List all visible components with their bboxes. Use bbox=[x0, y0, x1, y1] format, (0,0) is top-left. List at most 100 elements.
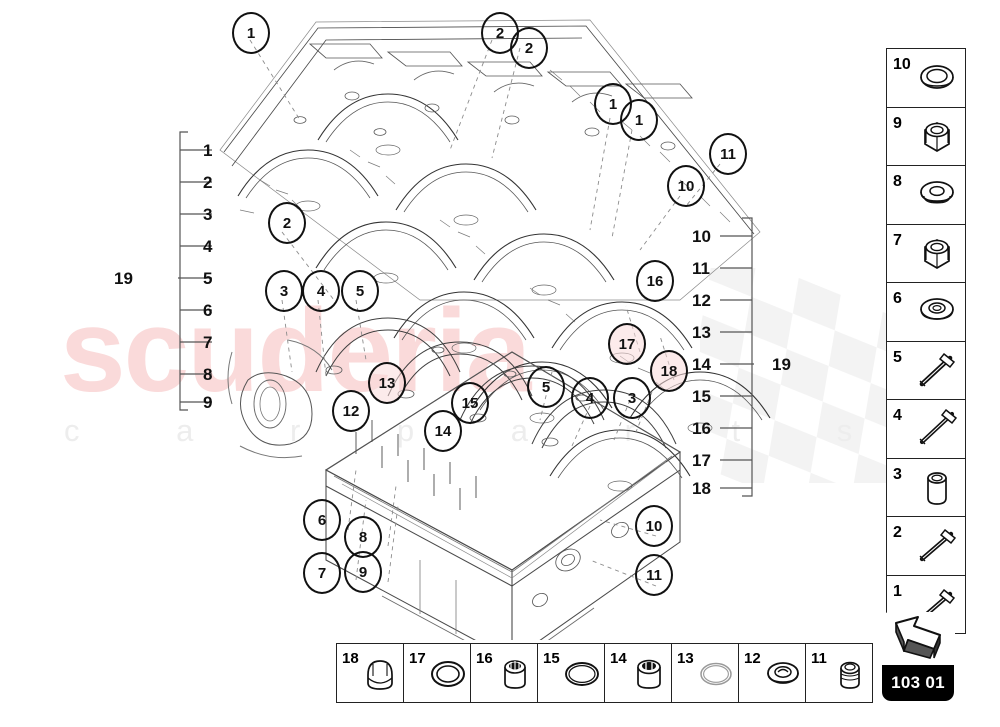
callout-bubble-16[interactable]: 16 bbox=[636, 260, 674, 302]
legend-cell-label: 7 bbox=[893, 231, 902, 249]
bracket-num-5: 5 bbox=[203, 269, 213, 288]
callout-bubble-7[interactable]: 7 bbox=[303, 552, 341, 594]
callout-label: 13 bbox=[378, 374, 396, 392]
callout-label: 2 bbox=[524, 39, 534, 57]
hex-nut-icon bbox=[913, 231, 961, 277]
bracket-num-3: 3 bbox=[203, 205, 213, 224]
o-ring-icon bbox=[560, 649, 604, 695]
legend-cell-label: 5 bbox=[893, 348, 902, 366]
callout-bubble-5[interactable]: 5 bbox=[527, 366, 565, 408]
bracket-num-13: 13 bbox=[692, 323, 711, 342]
legend-cell-label: 13 bbox=[677, 650, 694, 667]
callout-bubble-2[interactable]: 2 bbox=[510, 27, 548, 69]
cap-nut-icon bbox=[359, 649, 403, 695]
legend-cell[interactable]: 9 bbox=[887, 108, 965, 166]
legend-cell-label: 11 bbox=[811, 650, 827, 667]
flanged-washer-icon bbox=[913, 172, 961, 218]
callout-label: 8 bbox=[358, 528, 368, 546]
callout-label: 12 bbox=[342, 402, 360, 420]
callout-bubble-18[interactable]: 18 bbox=[650, 350, 688, 392]
flanged-washer-icon bbox=[913, 289, 961, 335]
legend-cell[interactable]: 15 bbox=[538, 644, 605, 702]
callout-bubble-1[interactable]: 1 bbox=[232, 12, 270, 54]
bracket-num-4: 4 bbox=[203, 237, 213, 256]
recessed-cap-icon bbox=[761, 649, 805, 695]
callout-label: 7 bbox=[317, 564, 327, 582]
bracket-num-14: 14 bbox=[692, 355, 711, 374]
callout-bubble-4[interactable]: 4 bbox=[302, 270, 340, 312]
arrow-icon bbox=[882, 613, 954, 665]
legend-cell[interactable]: 5 bbox=[887, 342, 965, 400]
callout-bubble-13[interactable]: 13 bbox=[368, 362, 406, 404]
callout-bubble-15[interactable]: 15 bbox=[451, 382, 489, 424]
legend-cell[interactable]: 11 bbox=[806, 644, 872, 702]
legend-column: 10 9 8 bbox=[886, 48, 966, 634]
callout-bubble-3[interactable]: 3 bbox=[613, 377, 651, 419]
legend-cell-label: 15 bbox=[543, 650, 560, 667]
legend-cell-label: 4 bbox=[893, 407, 902, 424]
legend-cell[interactable]: 3 bbox=[887, 459, 965, 517]
callout-label: 1 bbox=[634, 111, 644, 129]
callout-bubble-9[interactable]: 9 bbox=[344, 551, 382, 593]
legend-cell[interactable]: 7 bbox=[887, 225, 965, 283]
callout-label: 5 bbox=[541, 378, 551, 396]
callout-label: 3 bbox=[627, 389, 637, 407]
left-bracket-group bbox=[178, 130, 238, 412]
legend-cell[interactable]: 17 bbox=[404, 644, 471, 702]
callout-bubble-11[interactable]: 11 bbox=[635, 554, 673, 596]
bracket-num-12: 12 bbox=[692, 291, 711, 310]
callout-bubble-10[interactable]: 10 bbox=[635, 505, 673, 547]
bracket-num-2: 2 bbox=[203, 173, 213, 192]
bracket-num-10: 10 bbox=[692, 227, 711, 246]
callout-bubble-4[interactable]: 4 bbox=[571, 377, 609, 419]
callout-bubble-5[interactable]: 5 bbox=[341, 270, 379, 312]
bracket-num-16: 16 bbox=[692, 419, 711, 438]
callout-bubble-3[interactable]: 3 bbox=[265, 270, 303, 312]
callout-bubble-17[interactable]: 17 bbox=[608, 323, 646, 365]
callout-label: 1 bbox=[608, 95, 618, 113]
legend-cell[interactable]: 16 bbox=[471, 644, 538, 702]
callout-bubble-12[interactable]: 12 bbox=[332, 390, 370, 432]
callout-label: 10 bbox=[645, 517, 663, 535]
part-code-value: 103 01 bbox=[891, 673, 945, 692]
callout-label: 9 bbox=[358, 563, 368, 581]
part-code-badge[interactable]: 103 01 bbox=[881, 612, 955, 702]
legend-cell[interactable]: 18 bbox=[337, 644, 404, 702]
legend-cell[interactable]: 13 bbox=[672, 644, 739, 702]
legend-cell-label: 8 bbox=[893, 173, 902, 190]
legend-cell[interactable]: 6 bbox=[887, 283, 965, 342]
legend-cell-label: 16 bbox=[476, 650, 493, 667]
legend-cell-label: 2 bbox=[893, 524, 902, 541]
legend-row: 18 17 16 bbox=[336, 643, 873, 703]
callout-bubble-11[interactable]: 11 bbox=[709, 133, 747, 175]
callout-label: 2 bbox=[282, 214, 292, 232]
legend-cell[interactable]: 2 bbox=[887, 517, 965, 576]
legend-cell[interactable]: 12 bbox=[739, 644, 806, 702]
screw-plug-icon bbox=[828, 649, 872, 695]
legend-cell[interactable]: 8 bbox=[887, 166, 965, 225]
legend-cell[interactable]: 14 bbox=[605, 644, 672, 702]
dowel-sleeve-icon bbox=[913, 465, 961, 511]
legend-cell-label: 14 bbox=[610, 650, 627, 667]
bracket-num-18: 18 bbox=[692, 479, 711, 498]
callout-label: 17 bbox=[618, 335, 636, 353]
callout-bubble-10[interactable]: 10 bbox=[667, 165, 705, 207]
callout-bubble-14[interactable]: 14 bbox=[424, 410, 462, 452]
bolt-icon bbox=[913, 348, 961, 394]
legend-cell[interactable]: 10 bbox=[887, 49, 965, 108]
callout-label: 2 bbox=[495, 24, 505, 42]
callout-bubble-1[interactable]: 1 bbox=[620, 99, 658, 141]
bracket-num-6: 6 bbox=[203, 301, 213, 320]
bracket-num-17: 17 bbox=[692, 451, 711, 470]
hex-nut-icon bbox=[913, 114, 961, 160]
bracket-num-7: 7 bbox=[203, 333, 213, 352]
bracket-num-9: 9 bbox=[203, 393, 213, 412]
callout-label: 10 bbox=[677, 177, 695, 195]
legend-cell-label: 1 bbox=[893, 582, 902, 600]
right-bracket-group bbox=[680, 216, 754, 498]
callout-bubble-6[interactable]: 6 bbox=[303, 499, 341, 541]
legend-cell-label: 3 bbox=[893, 465, 902, 483]
splined-plug-icon bbox=[493, 649, 537, 695]
legend-cell[interactable]: 4 bbox=[887, 400, 965, 459]
callout-bubble-2[interactable]: 2 bbox=[268, 202, 306, 244]
